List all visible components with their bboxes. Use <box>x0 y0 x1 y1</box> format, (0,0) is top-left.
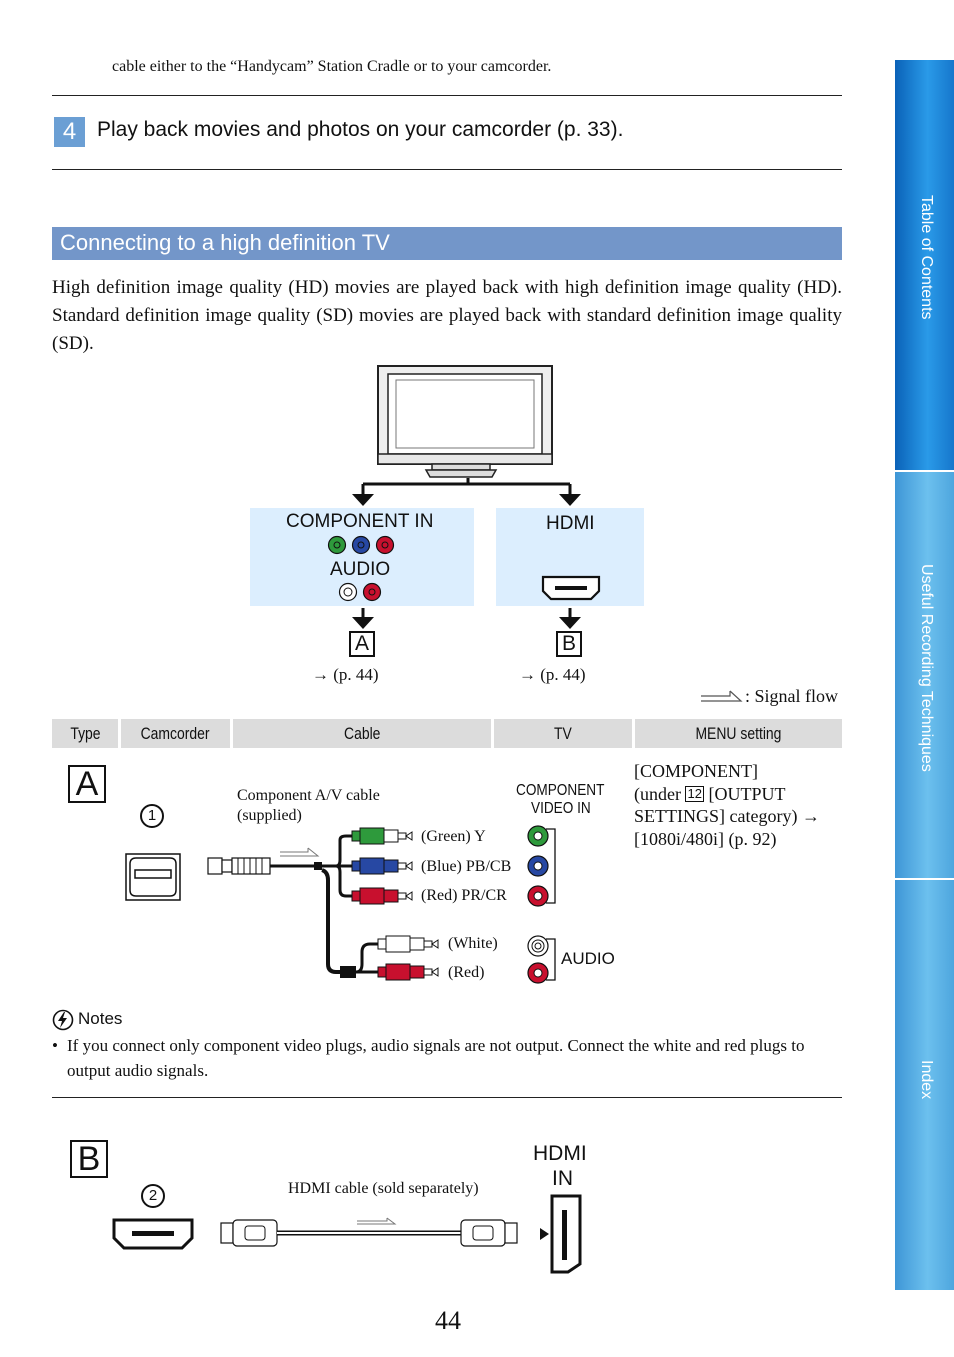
signal-flow-legend: : Signal flow <box>745 686 838 706</box>
sidebar-tab-label: Useful Recording Techniques <box>918 564 935 772</box>
section-heading-bar <box>52 227 842 260</box>
audio-label: AUDIO <box>330 559 391 580</box>
hdmi-label: HDMI <box>546 513 595 534</box>
page-number: 44 <box>435 1306 461 1335</box>
arrow-down-icon <box>352 608 374 629</box>
sidebar-tab-table-of-contents[interactable]: Table of Contents <box>895 60 954 470</box>
tv-component-jacks-icon <box>527 825 556 907</box>
column-header-cable: Cable <box>233 719 491 748</box>
sidebar-tab-label: Table of Contents <box>918 195 935 320</box>
menu-line2: (under 12 [OUTPUT <box>634 783 786 804</box>
type-b-label: B <box>70 1140 108 1178</box>
sidebar-tab-label: Index <box>918 1060 935 1100</box>
tv-component-label-line1: COMPONENT <box>516 782 605 799</box>
component-av-cable-icon <box>207 827 439 981</box>
menu-setting-a: [COMPONENT] (under 12 [OUTPUT SETTINGS] … <box>634 760 844 850</box>
step-number-badge: 4 <box>54 117 85 147</box>
plug-label-red-audio: (Red) <box>448 964 485 981</box>
intro-paragraph: High definition image quality (HD) movie… <box>52 277 842 354</box>
hdmi-cable-icon <box>220 1217 518 1247</box>
table-header: Type Camcorder Cable TV MENU setting <box>52 719 842 748</box>
column-header-tv: TV <box>494 719 632 748</box>
plug-label-red: (Red) PR/CR <box>421 887 507 904</box>
page-reference-b[interactable]: → (p. 44) <box>519 665 586 684</box>
camcorder-hdmi-jack-icon <box>112 1218 194 1250</box>
continuation-text: cable either to the “Handycam” Station C… <box>112 58 552 75</box>
type-a-label: A <box>68 765 106 803</box>
component-in-label: COMPONENT IN <box>286 511 434 532</box>
note-item: If you connect only component video plug… <box>67 1036 805 1080</box>
step-text: Play back movies and photos on your camc… <box>97 118 624 141</box>
camcorder-jack-number-b: 2 <box>141 1184 165 1208</box>
signal-flow-arrow-icon <box>701 690 743 702</box>
sidebar-tab-index[interactable]: Index <box>895 880 954 1290</box>
cable-name-b: HDMI cable (sold separately) <box>288 1180 479 1197</box>
divider <box>52 1097 842 1098</box>
plug-label-blue: (Blue) PB/CB <box>421 858 512 875</box>
plug-label-green: (Green) Y <box>421 828 486 845</box>
tv-audio-jacks-icon <box>527 935 556 984</box>
divider <box>52 95 842 96</box>
menu-line3: SETTINGS] category) → <box>634 806 820 826</box>
bullet: • <box>52 1036 58 1055</box>
menu-line1: [COMPONENT] <box>634 761 758 781</box>
cable-name-a: Component A/V cable <box>237 787 380 804</box>
hdmi-port-icon <box>541 575 601 601</box>
page-reference-a[interactable]: → (p. 44) <box>312 665 379 684</box>
camcorder-jack-number: 1 <box>140 804 164 828</box>
menu-icon-12: 12 <box>685 785 704 802</box>
section-title: Connecting to a high definition TV <box>60 230 390 255</box>
sidebar-tab-useful-recording-techniques[interactable]: Useful Recording Techniques <box>895 472 954 878</box>
tv-hdmi-port-icon <box>540 1194 582 1274</box>
tv-hdmi-label-line2: IN <box>552 1167 573 1190</box>
camcorder-av-jack-icon <box>125 853 181 901</box>
column-header-camcorder: Camcorder <box>121 719 230 748</box>
notes-list: • If you connect only component video pl… <box>52 1033 842 1083</box>
notes-title: Notes <box>78 1009 123 1028</box>
tv-component-label-line2: VIDEO IN <box>531 800 591 817</box>
divider <box>52 169 842 170</box>
cable-note-a: (supplied) <box>237 807 302 824</box>
component-in-panel <box>250 508 474 606</box>
audio-jacks-icon <box>338 582 382 602</box>
arrow-down-icon <box>559 608 581 629</box>
tv-audio-label: AUDIO <box>561 949 615 968</box>
column-header-menu-setting: MENU setting <box>635 719 842 748</box>
connection-a-label: A <box>349 631 375 657</box>
tv-hdmi-label-line1: HDMI <box>533 1142 587 1165</box>
tv-illustration <box>352 365 581 506</box>
connection-b-label: B <box>556 631 582 657</box>
component-jacks-icon <box>327 535 395 555</box>
column-header-type: Type <box>52 719 118 748</box>
notes-icon <box>52 1009 74 1031</box>
menu-line4[interactable]: [1080i/480i] (p. 92) <box>634 828 777 849</box>
plug-label-white: (White) <box>448 935 498 952</box>
